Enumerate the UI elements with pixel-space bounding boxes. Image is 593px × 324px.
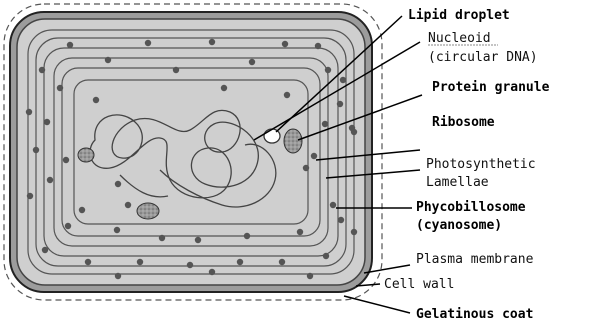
- label-gelatinous-coat: Gelatinous coat: [416, 307, 533, 322]
- label-phycobillosome: Phycobillosome: [416, 200, 526, 215]
- label-lipid-droplet: Lipid droplet: [408, 8, 510, 23]
- label-nucleoid: Nucleoid: [428, 31, 491, 46]
- label-cyanosome: (cyanosome): [416, 218, 502, 233]
- plasma-membrane: [17, 19, 365, 285]
- label-lamellae: Lamellae: [426, 175, 489, 190]
- label-photosynthetic: Photosynthetic: [426, 157, 536, 172]
- label-ribosome: Ribosome: [432, 115, 495, 130]
- protein-granule: [137, 203, 159, 219]
- protein-granule: [78, 148, 94, 162]
- label-cell-wall: Cell wall: [384, 277, 454, 292]
- protein-granule: [284, 129, 302, 153]
- label-nucleoid-sub: (circular DNA): [428, 50, 538, 65]
- label-protein-granule: Protein granule: [432, 80, 550, 95]
- label-plasma-membrane: Plasma membrane: [416, 252, 534, 267]
